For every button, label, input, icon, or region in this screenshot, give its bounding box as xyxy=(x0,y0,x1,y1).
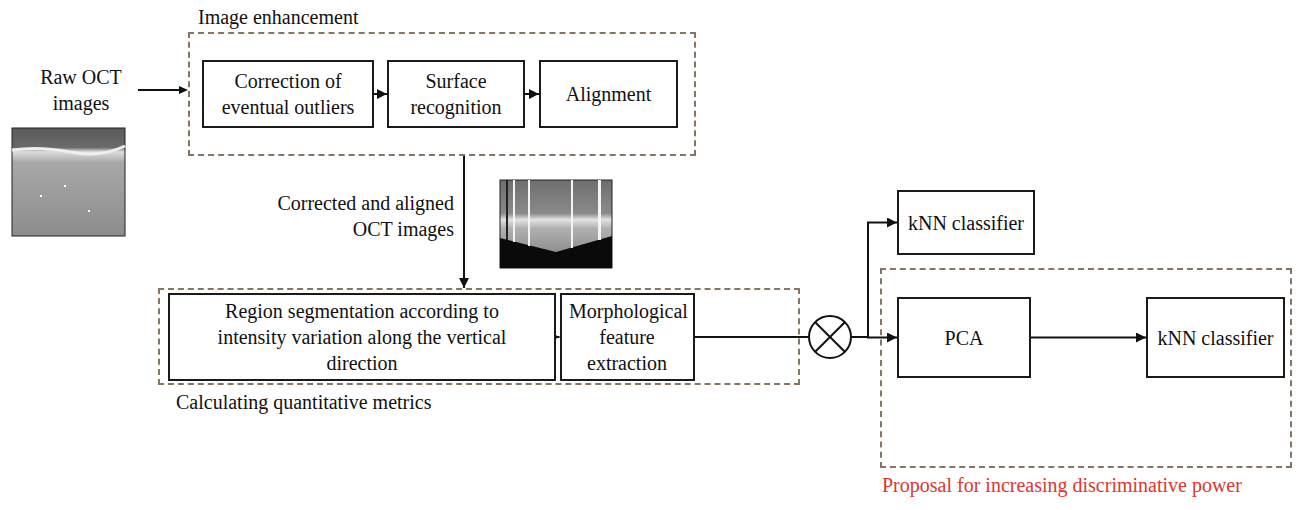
process-box: kNN classifier xyxy=(1146,297,1285,378)
speckle xyxy=(40,195,42,197)
column-line xyxy=(571,180,573,248)
combiner-circle xyxy=(809,316,851,358)
flow-arrow xyxy=(1031,337,1146,339)
process-box: Surface recognition xyxy=(387,60,525,128)
box-label: Morphological feature extraction xyxy=(569,298,685,376)
combiner-symbol xyxy=(809,316,851,358)
process-box: Region segmentation according to intensi… xyxy=(168,293,556,381)
box-label: PCA xyxy=(945,325,984,351)
process-box: Alignment xyxy=(539,60,678,128)
edge-label: Corrected and aligned OCT images xyxy=(239,190,454,242)
column-line xyxy=(528,180,530,246)
arrow-head xyxy=(179,86,188,94)
process-box: kNN classifier xyxy=(897,190,1035,255)
combiner-cross xyxy=(815,322,845,352)
group-heading: Proposal for increasing discriminative p… xyxy=(882,472,1242,498)
box-label: Region segmentation according to intensi… xyxy=(197,298,527,376)
flow-arrow xyxy=(525,93,539,95)
group-heading: Calculating quantitative metrics xyxy=(176,389,431,415)
oct-image xyxy=(500,180,612,268)
column-line xyxy=(506,180,508,240)
aligned-oct-thumbnail xyxy=(500,180,612,268)
box-label: Correction of eventual outliers xyxy=(210,68,366,120)
flow-arrow xyxy=(463,156,465,288)
speckle xyxy=(64,185,66,187)
flow-arrow xyxy=(695,223,898,338)
box-label: kNN classifier xyxy=(908,210,1024,236)
combiner-cross xyxy=(815,322,845,352)
oct-image xyxy=(12,128,125,236)
input-label: Raw OCT images xyxy=(25,64,137,116)
shadow-region xyxy=(500,236,612,268)
process-box: PCA xyxy=(897,297,1031,378)
speckle xyxy=(88,210,90,212)
box-label: kNN classifier xyxy=(1157,325,1273,351)
column-line xyxy=(598,180,601,240)
group-heading: Image enhancement xyxy=(198,4,358,30)
group-region: Image enhancementCorrection of eventual … xyxy=(188,32,696,156)
box-label: Alignment xyxy=(566,81,652,107)
box-label: Surface recognition xyxy=(395,68,517,120)
input-arrow xyxy=(138,89,182,91)
tissue-surface xyxy=(12,146,125,154)
group-region: Calculating quantitative metricsRegion s… xyxy=(158,288,800,385)
process-box: Morphological feature extraction xyxy=(560,293,695,381)
flow-arrow xyxy=(695,336,898,339)
process-box: Correction of eventual outliers xyxy=(202,60,374,128)
group-region: Proposal for increasing discriminative p… xyxy=(880,268,1292,468)
column-line xyxy=(513,180,515,242)
flow-arrow xyxy=(374,93,387,95)
raw-oct-thumbnail xyxy=(12,128,125,236)
